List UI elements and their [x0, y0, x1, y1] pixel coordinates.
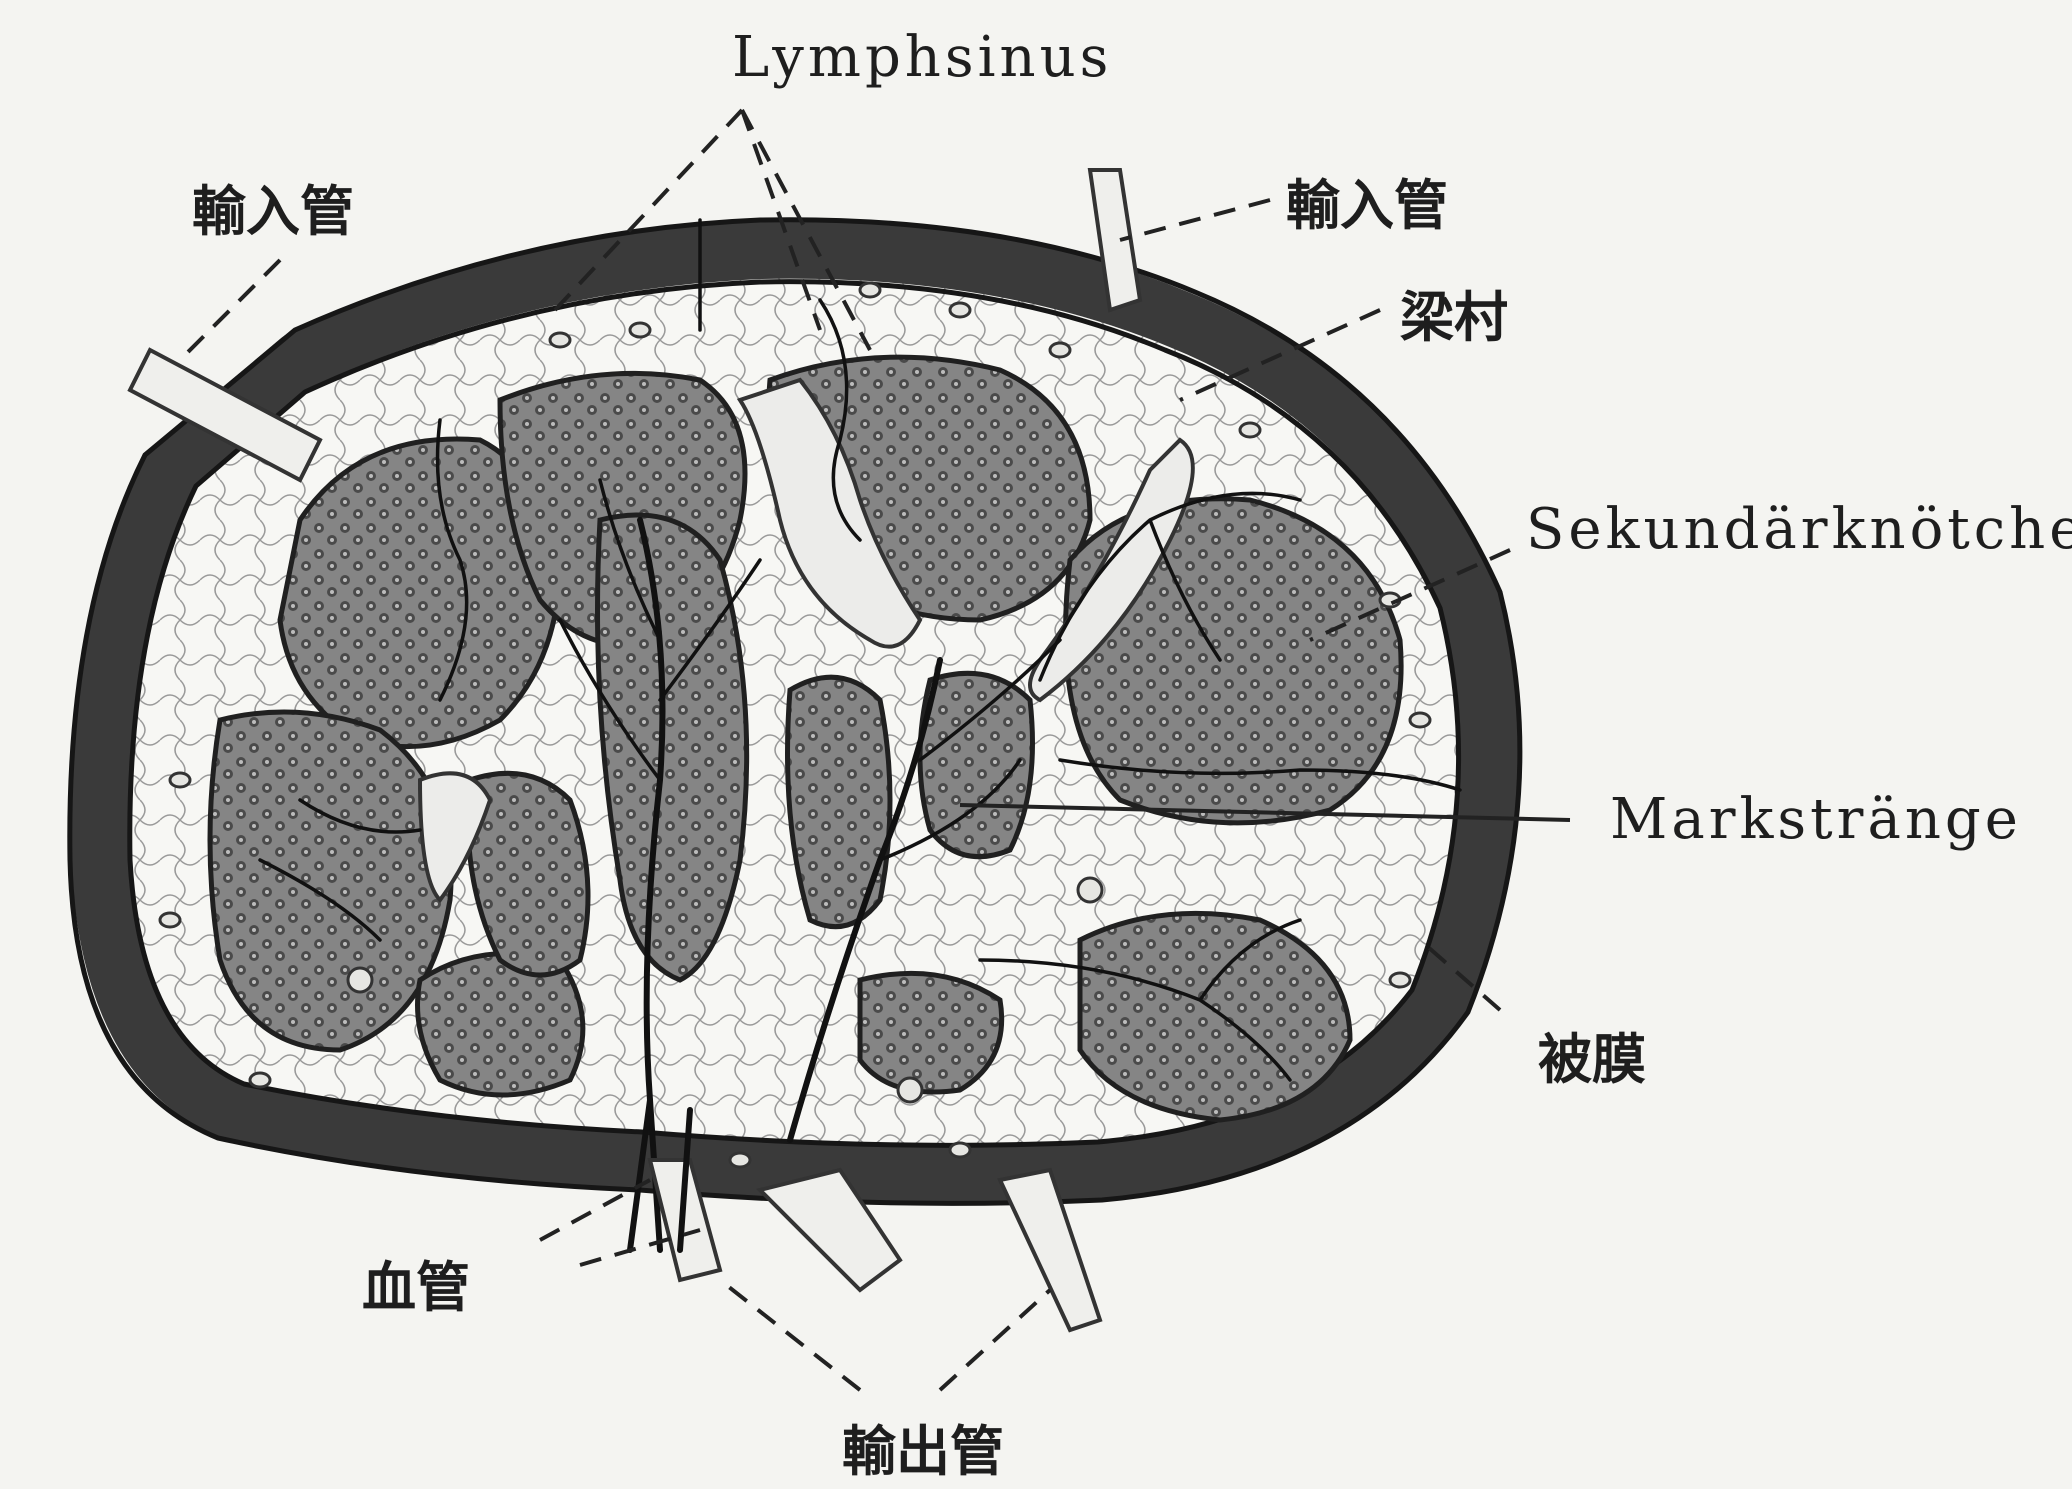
label-medullary-cords: Markstränge — [1610, 787, 2022, 852]
leader-efferent — [720, 1280, 1050, 1390]
label-trabecula: 梁村 — [1400, 285, 1508, 349]
label-efferent: 輸出管 — [842, 1419, 1004, 1483]
medullary-cord-lower — [860, 973, 1002, 1092]
medullary-cord-center-right — [788, 677, 891, 927]
label-blood-vessel: 血管 — [362, 1255, 470, 1319]
label-afferent-left: 輸入管 — [192, 179, 354, 243]
label-lymphsinus: Lymphsinus — [732, 25, 1112, 90]
leader-afferent-right — [1120, 200, 1270, 240]
leader-afferent-left — [180, 260, 280, 360]
label-capsule: 被膜 — [1538, 1027, 1646, 1091]
label-afferent-right: 輸入管 — [1286, 173, 1448, 237]
label-secondary-nodules: Sekundärknötchen — [1526, 497, 2072, 562]
